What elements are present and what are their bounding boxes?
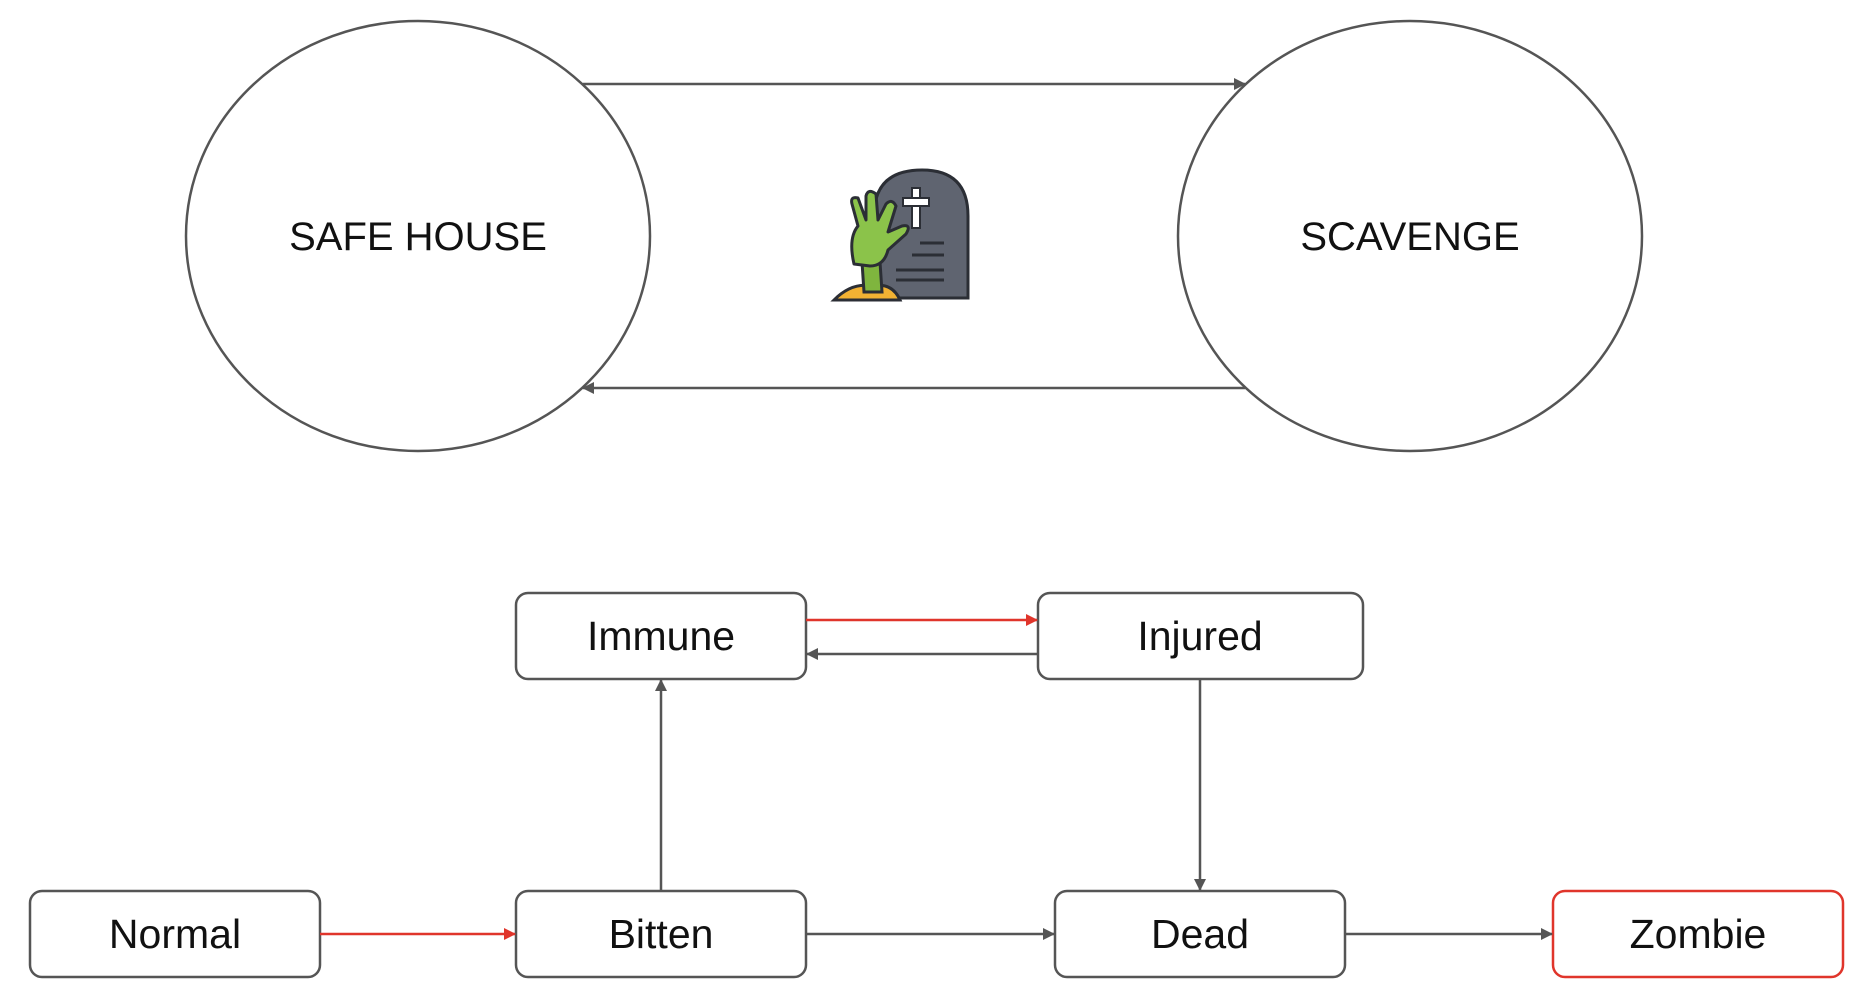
state-zombie: Zombie — [1551, 889, 1845, 979]
state-immune-label: Immune — [587, 613, 735, 659]
state-dead-label: Dead — [1151, 911, 1249, 957]
state-injured: Injured — [1036, 591, 1365, 681]
state-normal-label: Normal — [109, 911, 241, 957]
state-immune: Immune — [514, 591, 808, 681]
zombie-hand-gravestone-icon — [830, 168, 970, 302]
state-injured-label: Injured — [1137, 613, 1262, 659]
safe-house-label: SAFE HOUSE — [289, 215, 547, 259]
state-normal: Normal — [28, 889, 322, 979]
safe-house-node: SAFE HOUSE — [184, 19, 652, 453]
scavenge-node: SCAVENGE — [1176, 19, 1644, 453]
state-zombie-label: Zombie — [1630, 911, 1767, 957]
state-bitten-label: Bitten — [609, 911, 714, 957]
state-bitten: Bitten — [514, 889, 808, 979]
scavenge-label: SCAVENGE — [1300, 215, 1519, 259]
state-dead: Dead — [1053, 889, 1347, 979]
